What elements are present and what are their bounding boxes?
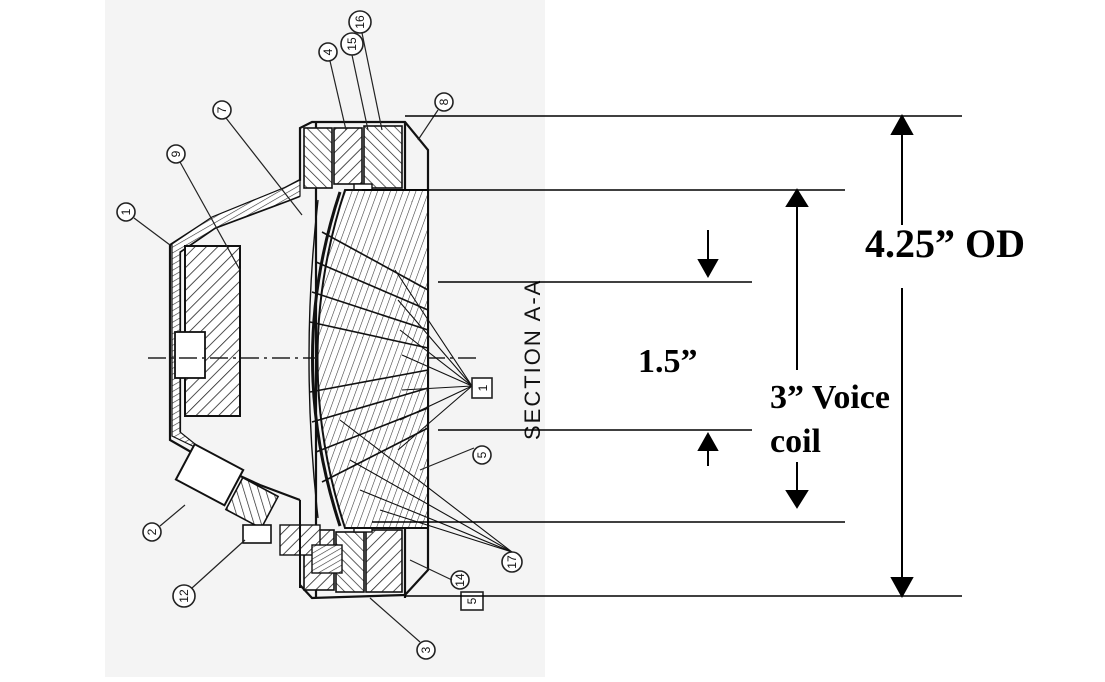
balloon-14: 14 [409,559,470,590]
balloon-1: 1 [116,202,171,246]
od-dimension-label: 4.25” OD [865,221,1025,266]
inner-dimension-label: 1.5” [638,343,698,380]
box-label-5-text: 5 [465,597,479,604]
dimension-extension-lines [362,115,962,597]
balloon-2: 2 [142,504,186,542]
voice-coil-dimension-label-line1: 3” Voice [770,379,890,416]
balloon-12-label: 12 [177,589,191,603]
voice-coil-dimension-arrow [785,188,809,509]
top-clamp-ring [303,125,403,195]
leader-lines-17 [339,419,513,553]
balloon-4-label: 4 [321,48,335,55]
balloon-3-label: 3 [419,646,433,653]
balloon-16: 16 [348,10,383,131]
box-label-1: 1 [471,377,493,399]
balloon-16-label: 16 [353,15,367,29]
box-label-5: 5 [460,591,484,611]
balloon-12: 12 [172,539,246,608]
balloon-7: 7 [212,100,303,216]
balloon-4: 4 [318,42,347,131]
balloon-5-label: 5 [475,451,489,458]
balloon-9-label: 9 [169,150,183,157]
balloon-14-label: 14 [453,573,467,587]
balloon-3: 3 [369,597,436,660]
balloon-8: 8 [417,92,454,141]
magnet-assembly [174,245,241,417]
box-label-1-text: 1 [476,384,490,391]
balloon-8-label: 8 [437,98,451,105]
balloon-17-label: 17 [505,555,519,569]
balloon-15: 15 [340,32,369,131]
balloon-9: 9 [166,144,241,271]
section-label: SECTION A-A [520,279,545,440]
phase-plug-channels [309,231,429,483]
balloon-2-label: 2 [145,528,159,535]
balloon-7-label: 7 [215,106,229,113]
balloon-5: 5 [419,445,492,471]
balloon-15-label: 15 [345,37,359,51]
voice-coil-dimension-label-line2: coil [770,423,821,460]
voice-coil-gap-line [308,199,319,519]
inner-dimension-arrows [697,230,719,466]
balloon-1-label: 1 [119,208,133,215]
balloon-17: 17 [501,551,523,573]
od-dimension-arrow [890,113,914,599]
leader-lines-box1 [394,269,473,451]
